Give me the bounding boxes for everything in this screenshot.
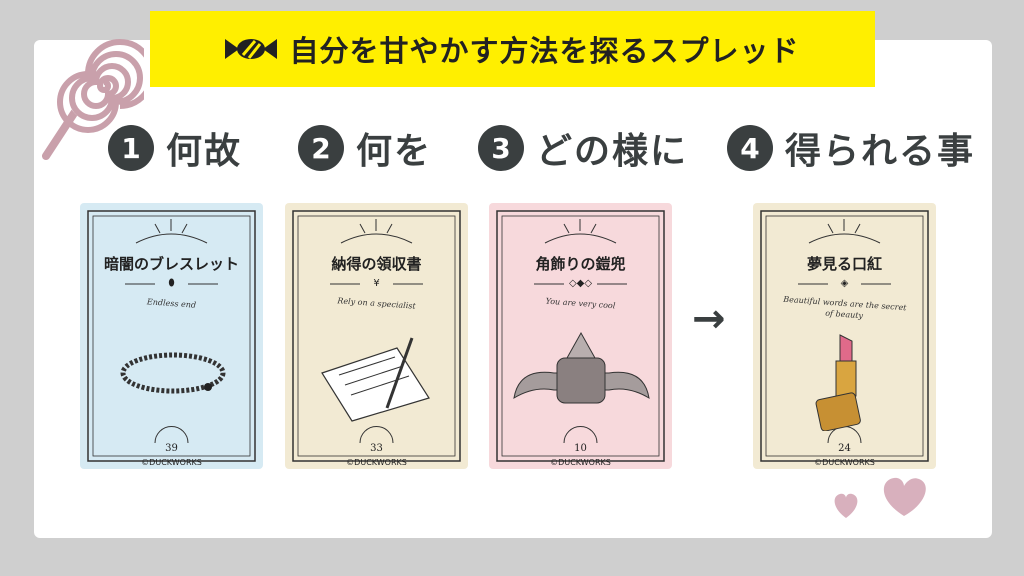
receipt-icon xyxy=(321,337,430,422)
card-number: 39 xyxy=(165,443,178,454)
step-number: 3 xyxy=(478,125,524,171)
page-title: 自分を甘やかす方法を探るスプレッド xyxy=(289,34,800,68)
card-credit: ©DUCKWORKS xyxy=(141,458,202,467)
step-label: 得られる事 xyxy=(785,131,976,172)
card-frame xyxy=(496,210,665,462)
card-mark: ◇◆◇ xyxy=(568,278,593,289)
lollipop-icon xyxy=(42,39,144,160)
hearts-icon xyxy=(834,477,926,518)
bracelet-icon xyxy=(120,352,226,394)
step-label: 何を xyxy=(356,131,433,172)
candy-icon xyxy=(225,39,278,59)
card-receipt[interactable]: 納得の領収書 ¥ Rely on a specialist 33 ©DUCKWO… xyxy=(285,203,468,469)
card-mark: ◈ xyxy=(840,278,849,289)
card-number: 24 xyxy=(838,443,851,454)
card-lipstick[interactable]: 夢見る口紅 ◈ Beautiful words are the secret o… xyxy=(753,203,936,469)
card-helmet[interactable]: 角飾りの鎧兜 ◇◆◇ You are very cool 10 ©DUCKWOR… xyxy=(489,203,672,469)
card-bracelet[interactable]: 暗闇のブレスレット ⬮ Endless end 39 ©DUCKWORKS xyxy=(80,203,263,469)
card-title: 夢見る口紅 xyxy=(806,255,882,273)
card-frame xyxy=(87,210,256,462)
card-mark: ⬮ xyxy=(168,278,175,289)
card-number: 33 xyxy=(370,443,383,454)
step-1: 1 何故 xyxy=(108,122,242,174)
step-3: 3 どの様に xyxy=(478,122,688,174)
step-4: 4 得られる事 xyxy=(727,122,975,174)
card-credit: ©DUCKWORKS xyxy=(346,458,407,467)
card-title: 角飾りの鎧兜 xyxy=(535,255,626,273)
step-label: 何故 xyxy=(166,131,243,172)
title-banner: 自分を甘やかす方法を探るスプレッド xyxy=(150,11,875,87)
arrow-right-icon: → xyxy=(692,296,726,342)
step-2: 2 何を xyxy=(298,122,432,174)
step-number: 1 xyxy=(108,125,154,171)
lipstick-icon xyxy=(815,334,861,431)
card-mark: ¥ xyxy=(373,278,380,289)
ring-helmet-icon xyxy=(513,331,650,404)
card-title: 暗闇のブレスレット xyxy=(103,255,239,273)
card-credit: ©DUCKWORKS xyxy=(814,458,875,467)
step-label: どの様に xyxy=(536,131,689,172)
card-credit: ©DUCKWORKS xyxy=(550,458,611,467)
step-number: 4 xyxy=(727,125,773,171)
step-number: 2 xyxy=(298,125,344,171)
card-number: 10 xyxy=(574,443,587,454)
card-frame xyxy=(292,210,461,462)
card-title: 納得の領収書 xyxy=(331,255,422,273)
